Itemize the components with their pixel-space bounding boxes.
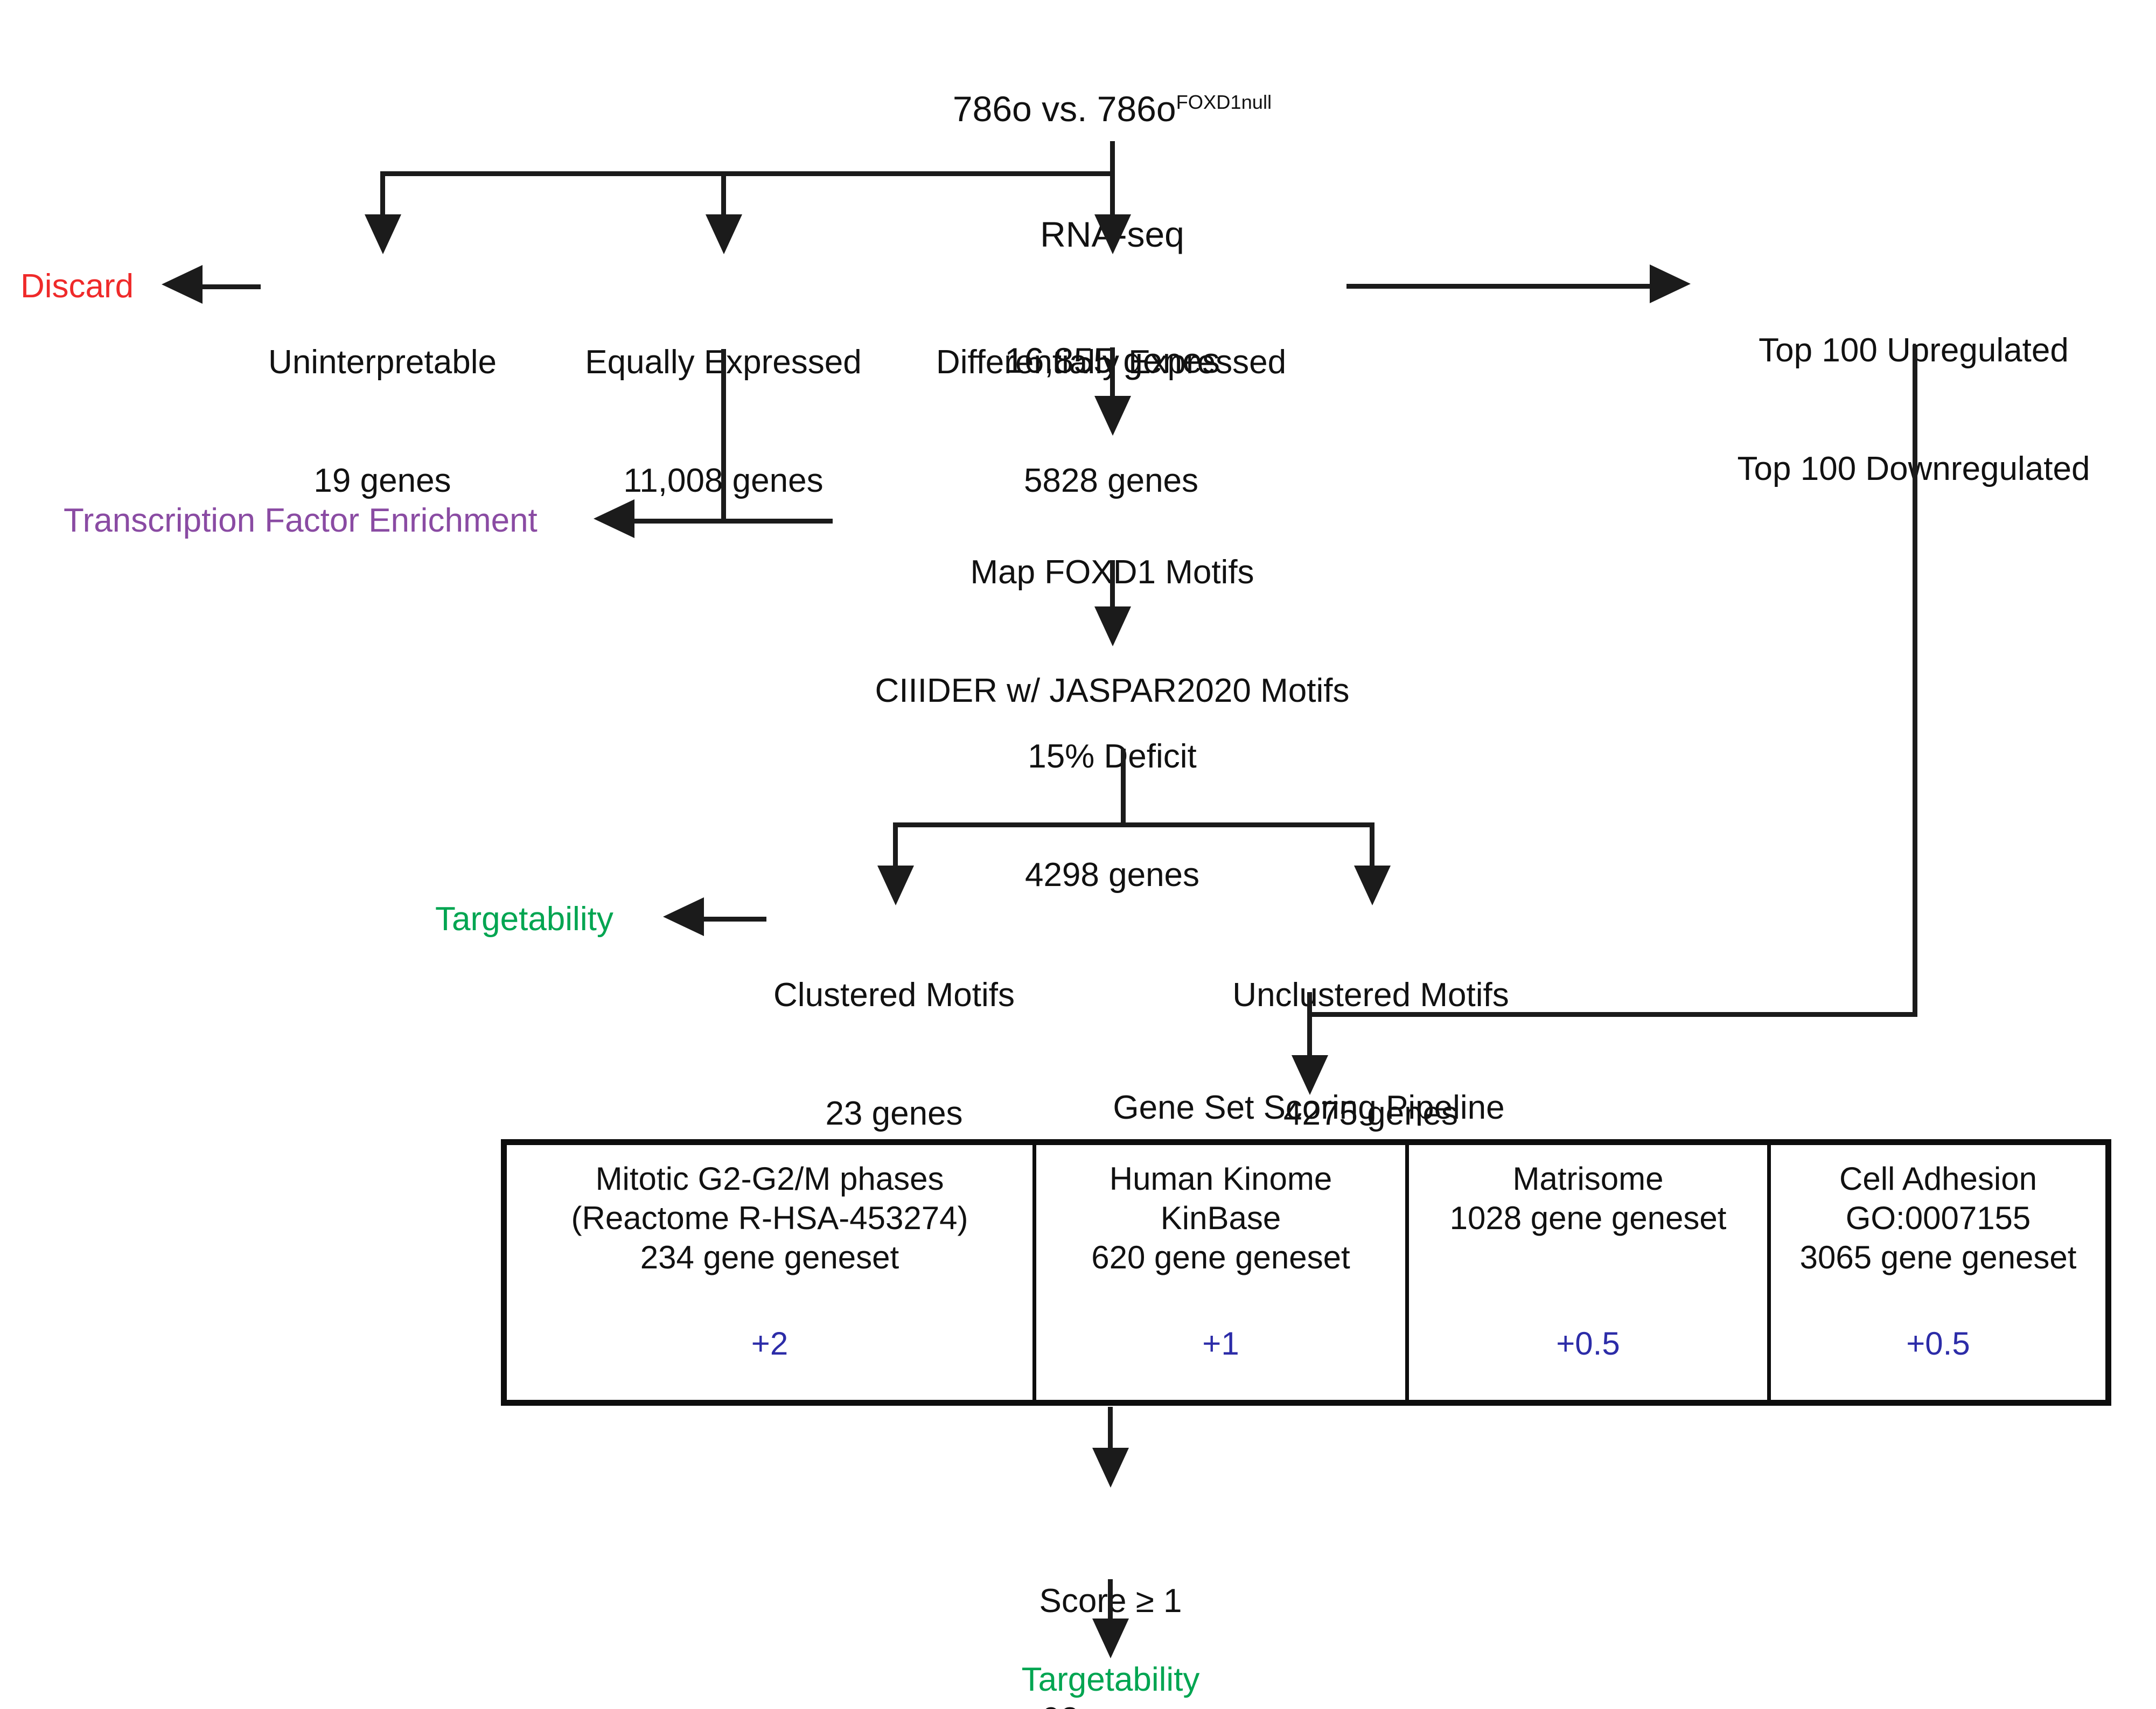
node-unclustered-motifs: Unclustered Motifs 4275 genes (1232, 897, 1509, 1212)
node-deficit: 15% Deficit 4298 genes (1025, 658, 1199, 973)
connector-unclustered-down (1307, 992, 1312, 1014)
geneset-line: Mitotic G2-G2/M phases (595, 1161, 944, 1197)
equally-expressed-line-2: 11,008 genes (623, 462, 824, 499)
connector-top-drop-right (1110, 171, 1115, 225)
unclustered-motifs-line-1: Unclustered Motifs (1232, 976, 1509, 1014)
connector-top-drop-left (380, 171, 385, 225)
geneset-cell-kinome[interactable]: Human Kinome KinBase 620 gene geneset +1 (1036, 1145, 1409, 1400)
connector-tfe-shaft (633, 519, 833, 524)
connector-targetability-left-shaft (703, 917, 766, 922)
arrowhead-tfe (594, 499, 634, 538)
connector-box-stem (1108, 1407, 1113, 1459)
geneset-cell-cell-adhesion[interactable]: Cell Adhesion GO:0007155 3065 gene genes… (1771, 1145, 2105, 1400)
deficit-line-2: 4298 genes (1024, 856, 1200, 894)
title-line-3: 16,855 genes (1004, 340, 1220, 380)
geneset-line: Human Kinome (1109, 1161, 1332, 1197)
connector-discard-shaft (201, 284, 261, 289)
differentially-expressed-line-2: 5828 genes (1023, 462, 1199, 499)
title-superscript: FOXD1null (1176, 90, 1272, 113)
geneset-score: +0.5 (1556, 1326, 1620, 1362)
uninterpretable-line-2: 19 genes (313, 462, 451, 499)
geneset-line: Cell Adhesion (1839, 1161, 2037, 1197)
differentially-expressed-line-1: Differentially Expressed (936, 344, 1287, 381)
arrowhead-equally-expressed (706, 214, 742, 254)
connector-cluster-drop-right (1370, 822, 1374, 876)
arrowhead-map-motifs (1094, 396, 1131, 436)
connector-score-stem (1108, 1579, 1113, 1628)
arrowhead-targetability-bottom (1092, 1619, 1129, 1658)
arrowhead-score (1092, 1448, 1129, 1488)
geneset-line: 234 gene geneset (640, 1239, 899, 1276)
connector-merge-drop (1307, 1012, 1312, 1066)
geneset-line: KinBase (1160, 1200, 1281, 1237)
connector-cluster-drop-left (893, 822, 898, 876)
arrowhead-discard (162, 265, 203, 304)
node-transcription-factor-enrichment: Transcription Factor Enrichment (64, 502, 538, 539)
geneset-cell-mitotic[interactable]: Mitotic G2-G2/M phases (Reactome R-HSA-4… (507, 1145, 1036, 1400)
node-gene-set-scoring-pipeline: Gene Set Scoring Pipeline (1113, 1089, 1505, 1126)
connector-top-bus (380, 171, 1115, 176)
node-map-foxd1-motifs: Map FOXD1 Motifs CIIIDER w/ JASPAR2020 M… (875, 474, 1350, 789)
geneset-line: GO:0007155 (1845, 1200, 2031, 1237)
geneset-score: +0.5 (1906, 1326, 1970, 1362)
connector-merge-bus (1307, 1012, 1917, 1017)
clustered-motifs-line-2: 23 genes (825, 1094, 963, 1132)
title-line-1: 786o vs. 786oFOXD1null (952, 88, 1272, 129)
arrowhead-deficit (1094, 606, 1131, 646)
map-motifs-line-2: CIIIDER w/ JASPAR2020 Motifs (875, 672, 1350, 709)
node-targetability-bottom: Targetability (1021, 1661, 1200, 1698)
map-motifs-line-1: Map FOXD1 Motifs (970, 554, 1254, 591)
unclustered-motifs-line-2: 4275 genes (1283, 1094, 1459, 1132)
arrowhead-pipeline (1292, 1055, 1328, 1095)
connector-top100-down (1913, 345, 1917, 1017)
connector-diff-stem (1110, 347, 1115, 407)
geneset-score: +2 (751, 1326, 789, 1362)
geneset-score: +1 (1202, 1326, 1239, 1362)
node-top100: Top 100 Upregulated Top 100 Downregulate… (1738, 252, 2090, 567)
node-differentially-expressed: Differentially Expressed 5828 genes (936, 264, 1286, 579)
geneset-table: Mitotic G2-G2/M phases (Reactome R-HSA-4… (501, 1139, 2111, 1406)
arrowhead-targetability-left (663, 897, 704, 936)
node-equally-expressed: Equally Expressed 11,008 genes (585, 264, 862, 579)
score-line-2: 92 genes (1039, 1700, 1182, 1709)
geneset-line: 3065 gene geneset (1799, 1239, 2077, 1276)
uninterpretable-line-1: Uninterpretable (268, 344, 497, 381)
geneset-line: (Reactome R-HSA-453274) (571, 1200, 968, 1237)
arrowhead-uninterpretable (365, 214, 401, 254)
node-clustered-motifs: Clustered Motifs 23 genes (773, 897, 1015, 1212)
geneset-cell-matrisome[interactable]: Matrisome 1028 gene geneset +0.5 (1409, 1145, 1771, 1400)
connector-cluster-bus (893, 822, 1374, 827)
connector-top-drop-mid (721, 171, 726, 225)
connector-map-stem (1110, 560, 1115, 617)
arrowhead-unclustered-motifs (1354, 866, 1391, 905)
geneset-line: 620 gene geneset (1091, 1239, 1350, 1276)
connector-diff-to-top100 (1346, 284, 1653, 289)
connector-title-stem (1110, 141, 1115, 176)
deficit-line-1: 15% Deficit (1028, 738, 1197, 776)
arrowhead-clustered-motifs (877, 866, 914, 905)
arrowhead-differentially-expressed (1094, 214, 1131, 254)
connector-deficit-stem (1121, 749, 1126, 827)
node-targetability-left: Targetability (435, 901, 613, 938)
arrowhead-top100 (1650, 264, 1691, 303)
geneset-line: Matrisome (1512, 1161, 1664, 1197)
clustered-motifs-line-1: Clustered Motifs (773, 976, 1015, 1014)
top100-line-2: Top 100 Downregulated (1737, 450, 2090, 487)
equally-expressed-line-1: Equally Expressed (585, 344, 862, 381)
node-discard: Discard (20, 268, 134, 305)
connector-equally-stem (721, 349, 726, 524)
geneset-line: 1028 gene geneset (1449, 1200, 1727, 1237)
node-uninterpretable: Uninterpretable 19 genes (268, 264, 497, 579)
